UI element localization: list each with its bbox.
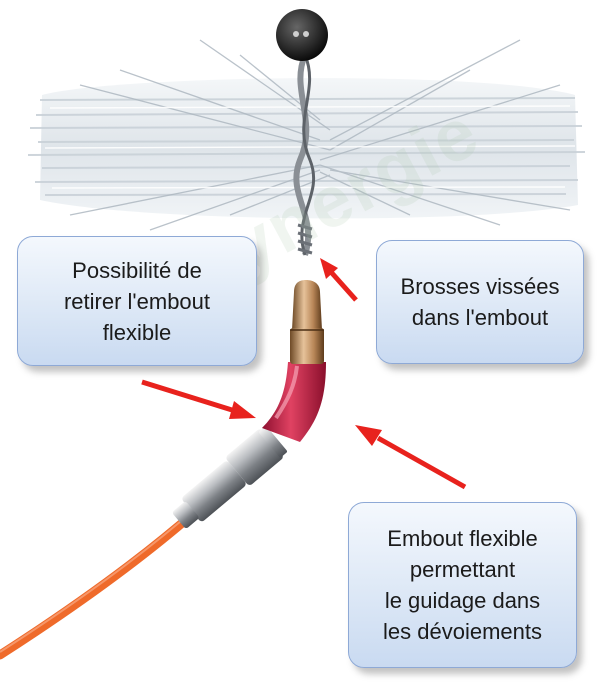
arrow-to-flexible-tip (355, 425, 467, 490)
flexible-tip (262, 362, 326, 442)
metal-connector (172, 426, 287, 529)
callout-line: flexible (102, 319, 172, 345)
callout-line: dans l'embout (411, 305, 549, 330)
callout-removable-tip: Possibilité de retirer l'embout flexible (17, 236, 257, 366)
callout-line: Embout flexible (387, 526, 538, 551)
brass-fitting (290, 280, 324, 364)
callout-line: Possibilité de (72, 257, 202, 283)
callout-line: Brosses vissées (400, 274, 560, 299)
arrows (141, 258, 467, 490)
callout-screwed-brushes: Brosses vissées dans l'embout (376, 240, 584, 364)
arrow-to-removable-tip (141, 379, 256, 419)
callout-line: le guidage dans (384, 588, 541, 613)
callout-line: retirer l'embout (63, 288, 211, 314)
orange-cable (0, 507, 200, 660)
callout-flexible-tip: Embout flexible permettant le guidage da… (348, 502, 577, 668)
twisted-wire-stem (293, 53, 316, 256)
arrow-to-brush-thread (320, 258, 358, 302)
callout-line: permettant (409, 557, 516, 582)
callout-line: les dévoiements (383, 619, 542, 644)
end-ball (276, 9, 328, 61)
